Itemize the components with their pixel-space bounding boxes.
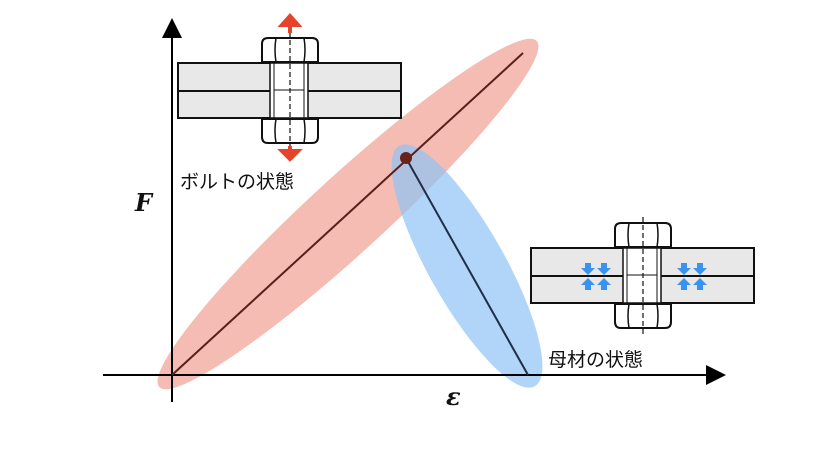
intersection-point [400, 152, 412, 164]
tension-arrow-up-icon [277, 12, 303, 33]
bolt-state-illustration [177, 12, 402, 162]
bolt-state-label: ボルトの状態 [180, 171, 295, 193]
base-state-label: 母材の状態 [548, 349, 644, 371]
compression-arrows-icon [581, 263, 707, 290]
base-state-illustration [530, 216, 755, 336]
bolt-line [171, 52, 524, 376]
y-axis-label: F [135, 188, 153, 217]
x-axis-label: ε [446, 382, 461, 411]
base-line [405, 157, 529, 376]
tension-arrow-down-icon [277, 146, 303, 162]
